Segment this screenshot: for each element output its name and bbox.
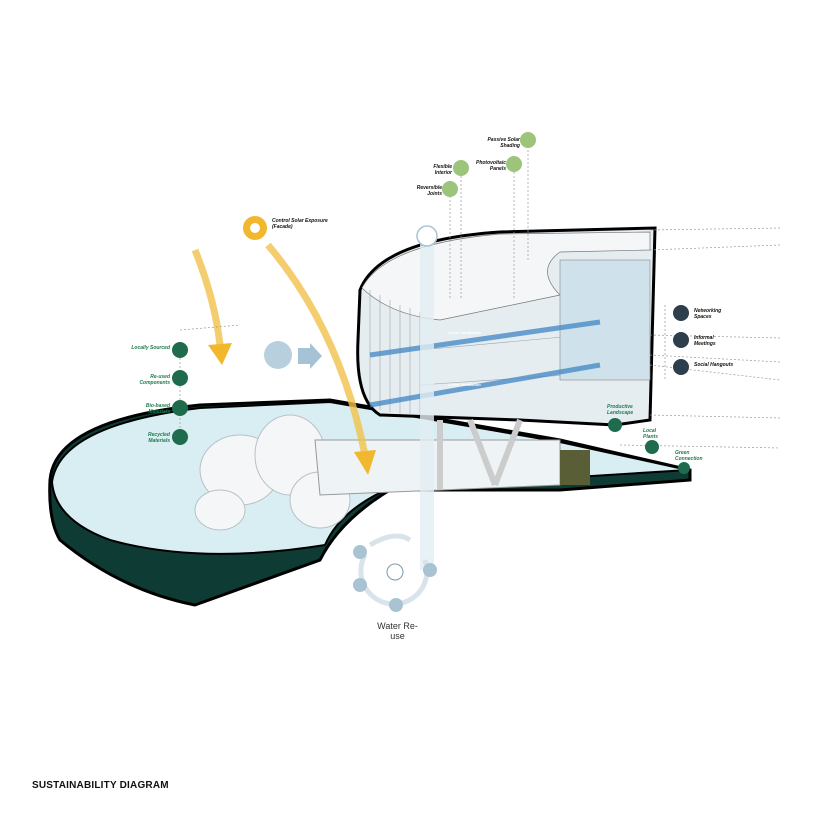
green-link-icon [678, 462, 690, 474]
label-recycled-materials: Recycled Materials [148, 432, 170, 444]
sun-arrow [265, 242, 369, 456]
location-pin-icon [172, 342, 188, 358]
people-icon [673, 359, 689, 375]
water-drop-icon [386, 563, 404, 581]
label-reused-components: Re-used Components [139, 374, 170, 386]
recycle-icon [172, 370, 188, 386]
label-photovoltaic-panels: Photovoltaic Panels [475, 160, 506, 172]
chat-icon [673, 332, 689, 348]
columns [437, 418, 523, 490]
trees [194, 414, 351, 531]
rain-icon [416, 225, 438, 247]
house-icon [353, 545, 367, 559]
bio-leaf-icon [172, 400, 188, 416]
plant-icon [608, 418, 622, 432]
water-pipe [420, 240, 434, 570]
diagram-caption: SUSTAINABILITY DIAGRAM [32, 780, 169, 791]
label-bio-based-materials: Bio-based Materials [145, 403, 170, 415]
sun-arrow [191, 248, 224, 346]
filter-icon [389, 598, 403, 612]
wind-arrow [298, 343, 322, 369]
label-solar-exposure: Control Solar Exposure (Facade) [272, 218, 328, 230]
label-cross-ventilation-lower: Cross Ventilation [448, 382, 481, 387]
leaf-icon [520, 132, 536, 148]
wind-icon [264, 341, 292, 369]
green-wall [560, 450, 590, 485]
label-productive-landscape: Productive Landscape [607, 404, 634, 416]
label-water-reuse: Water Re-use [377, 621, 418, 641]
glazing [559, 259, 651, 381]
label-reversible-joints: Reversible Joints [416, 185, 442, 197]
label-cross-ventilation-upper: Cross Ventilation [448, 330, 481, 335]
label-green-connection: Green Connection [675, 450, 703, 462]
label-local-plants: Local Plants [643, 428, 659, 440]
label-flexible-interior: Flexible Interior [433, 164, 452, 176]
label-social-hangouts: Social Hangouts [694, 362, 734, 368]
solar-panel-icon [506, 156, 522, 172]
label-passive-solar-shading: Passive Solar Shading [487, 137, 520, 149]
label-informal-meetings: Informal Meetings [694, 335, 716, 347]
label-networking-spaces: Networking Spaces [694, 308, 722, 320]
plant-pot-icon [645, 440, 659, 454]
joint-icon [442, 181, 458, 197]
ventilation-arrows [369, 319, 601, 408]
network-icon [673, 305, 689, 321]
label-locally-sourced: Locally Sourced [131, 345, 170, 351]
recycled-icon [172, 429, 188, 445]
tap-icon [353, 578, 367, 592]
layout-icon [453, 160, 469, 176]
tank-icon [423, 563, 437, 577]
